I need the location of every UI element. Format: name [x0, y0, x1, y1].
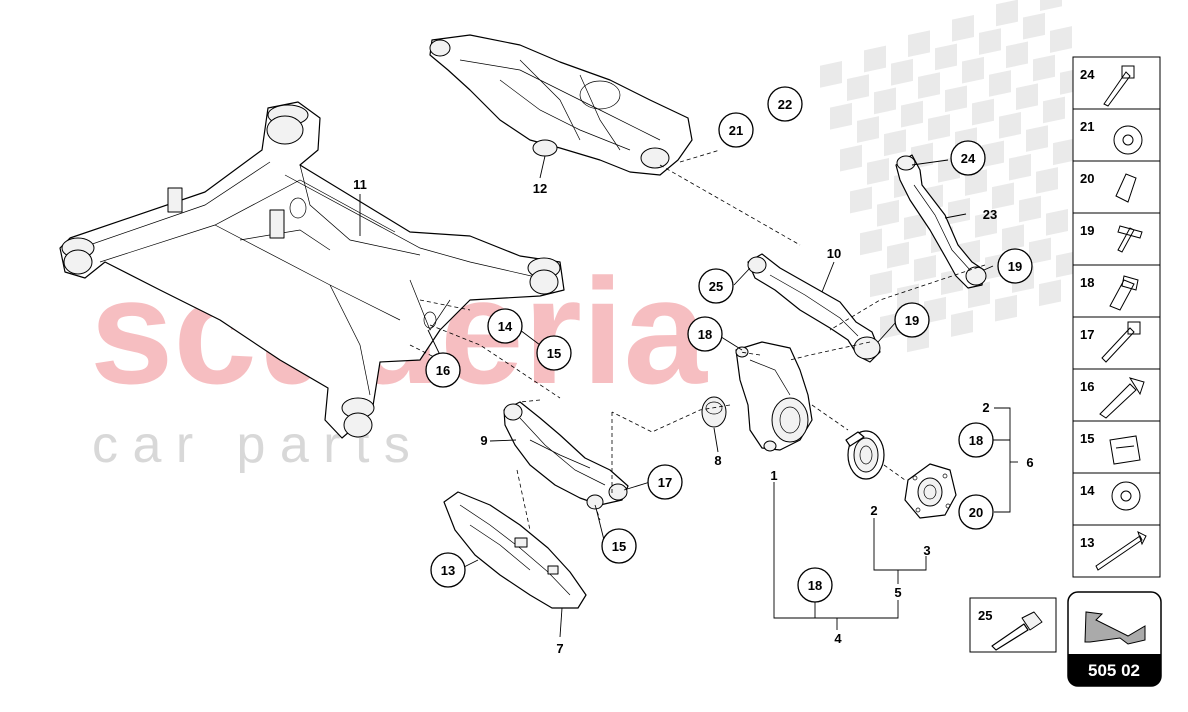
fastener-icon — [1099, 377, 1145, 419]
callout-24[interactable]: 24 — [950, 140, 986, 176]
label-9[interactable]: 9 — [480, 433, 487, 448]
label-3[interactable]: 3 — [923, 543, 930, 558]
lower-arm-9-drawing — [503, 401, 629, 510]
callout-19-upper[interactable]: 19 — [997, 248, 1033, 284]
upper-link-23-drawing — [895, 154, 987, 289]
legend-number: 21 — [1080, 119, 1094, 134]
callout-17[interactable]: 17 — [647, 464, 683, 500]
fastener-icon — [1117, 225, 1143, 253]
label-1[interactable]: 1 — [770, 468, 777, 483]
arrow-icon — [1084, 611, 1146, 645]
svg-text:19: 19 — [1008, 259, 1022, 274]
legend-row-18[interactable]: 18 — [1072, 264, 1161, 318]
page-badge: 505 02 — [1067, 591, 1162, 687]
fastener-icon — [1095, 531, 1147, 571]
fastener-icon — [1113, 125, 1143, 155]
callout-22[interactable]: 22 — [767, 86, 803, 122]
fastener-icon — [1109, 435, 1141, 465]
legend-row-20[interactable]: 20 — [1072, 160, 1161, 214]
label-4[interactable]: 4 — [834, 631, 842, 646]
callout-16[interactable]: 16 — [425, 352, 461, 388]
svg-text:21: 21 — [729, 123, 743, 138]
legend-row-13[interactable]: 13 — [1072, 524, 1161, 578]
callout-21[interactable]: 21 — [718, 112, 754, 148]
label-12[interactable]: 12 — [533, 181, 547, 196]
wheel-carrier-drawing — [735, 341, 813, 452]
wheel-bearing-drawing — [845, 430, 885, 480]
legend-number: 14 — [1080, 483, 1095, 498]
svg-text:25: 25 — [978, 608, 992, 623]
underbody-cover-drawing — [443, 491, 587, 609]
legend-row-19[interactable]: 19 — [1072, 212, 1161, 266]
fastener-icon — [1103, 65, 1135, 107]
legend-number: 15 — [1080, 431, 1094, 446]
callout-15-upper[interactable]: 15 — [536, 335, 572, 371]
svg-text:25: 25 — [709, 279, 723, 294]
callout-13[interactable]: 13 — [430, 552, 466, 588]
callout-18-bracket[interactable]: 18 — [958, 422, 994, 458]
legend-row-14[interactable]: 14 — [1072, 472, 1161, 526]
callout-15-lower[interactable]: 15 — [601, 528, 637, 564]
bolt-icon — [991, 611, 1043, 651]
label-6[interactable]: 6 — [1026, 455, 1033, 470]
rear-subframe-drawing — [59, 101, 565, 439]
callout-18-knuckle[interactable]: 18 — [687, 316, 723, 352]
svg-text:15: 15 — [612, 539, 626, 554]
legend-row-24[interactable]: 24 — [1072, 56, 1161, 110]
svg-text:24: 24 — [961, 151, 976, 166]
callout-20[interactable]: 20 — [958, 494, 994, 530]
legend-number: 16 — [1080, 379, 1094, 394]
legend-row-15[interactable]: 15 — [1072, 420, 1161, 474]
svg-text:18: 18 — [969, 433, 983, 448]
callout-25[interactable]: 25 — [698, 268, 734, 304]
page-code: 505 02 — [1088, 661, 1140, 680]
svg-text:19: 19 — [905, 313, 919, 328]
svg-text:17: 17 — [658, 475, 672, 490]
fastener-legend: 24 21 20 19 18 17 16 15 14 13 — [1072, 56, 1161, 578]
legend-number: 17 — [1080, 327, 1094, 342]
label-7[interactable]: 7 — [556, 641, 563, 656]
control-arm-10-drawing — [747, 253, 881, 363]
legend-row-16[interactable]: 16 — [1072, 368, 1161, 422]
fastener-icon — [1109, 275, 1139, 311]
svg-text:18: 18 — [698, 327, 712, 342]
legend-number: 20 — [1080, 171, 1094, 186]
legend-number: 24 — [1080, 67, 1095, 82]
leader-lines — [359, 155, 1018, 638]
assembly-lines — [409, 149, 986, 531]
label-11[interactable]: 11 — [353, 177, 367, 192]
legend-number: 19 — [1080, 223, 1094, 238]
callout-14[interactable]: 14 — [487, 308, 523, 344]
label-2-bracket[interactable]: 2 — [982, 400, 989, 415]
callout-18-bottom[interactable]: 18 — [797, 567, 833, 603]
callout-19-lower[interactable]: 19 — [894, 302, 930, 338]
fastener-icon — [1115, 173, 1137, 203]
fastener-icon — [1111, 481, 1141, 511]
svg-text:16: 16 — [436, 363, 450, 378]
item-25-box[interactable]: 25 — [969, 597, 1057, 653]
checkered-flag-watermark — [820, 0, 1082, 353]
rear-differential-drawing — [429, 34, 693, 176]
legend-number: 18 — [1080, 275, 1094, 290]
label-10[interactable]: 10 — [827, 246, 841, 261]
svg-text:13: 13 — [441, 563, 455, 578]
fastener-icon — [1101, 321, 1141, 363]
bush-8-drawing — [701, 396, 727, 428]
wheel-hub-drawing — [904, 463, 957, 519]
label-5[interactable]: 5 — [894, 585, 901, 600]
svg-text:18: 18 — [808, 578, 822, 593]
label-2[interactable]: 2 — [870, 503, 877, 518]
svg-text:20: 20 — [969, 505, 983, 520]
svg-text:14: 14 — [498, 319, 513, 334]
label-23[interactable]: 23 — [983, 207, 997, 222]
svg-text:15: 15 — [547, 346, 561, 361]
label-8[interactable]: 8 — [714, 453, 721, 468]
legend-row-21[interactable]: 21 — [1072, 108, 1161, 162]
legend-number: 13 — [1080, 535, 1094, 550]
legend-row-17[interactable]: 17 — [1072, 316, 1161, 370]
svg-text:22: 22 — [778, 97, 792, 112]
